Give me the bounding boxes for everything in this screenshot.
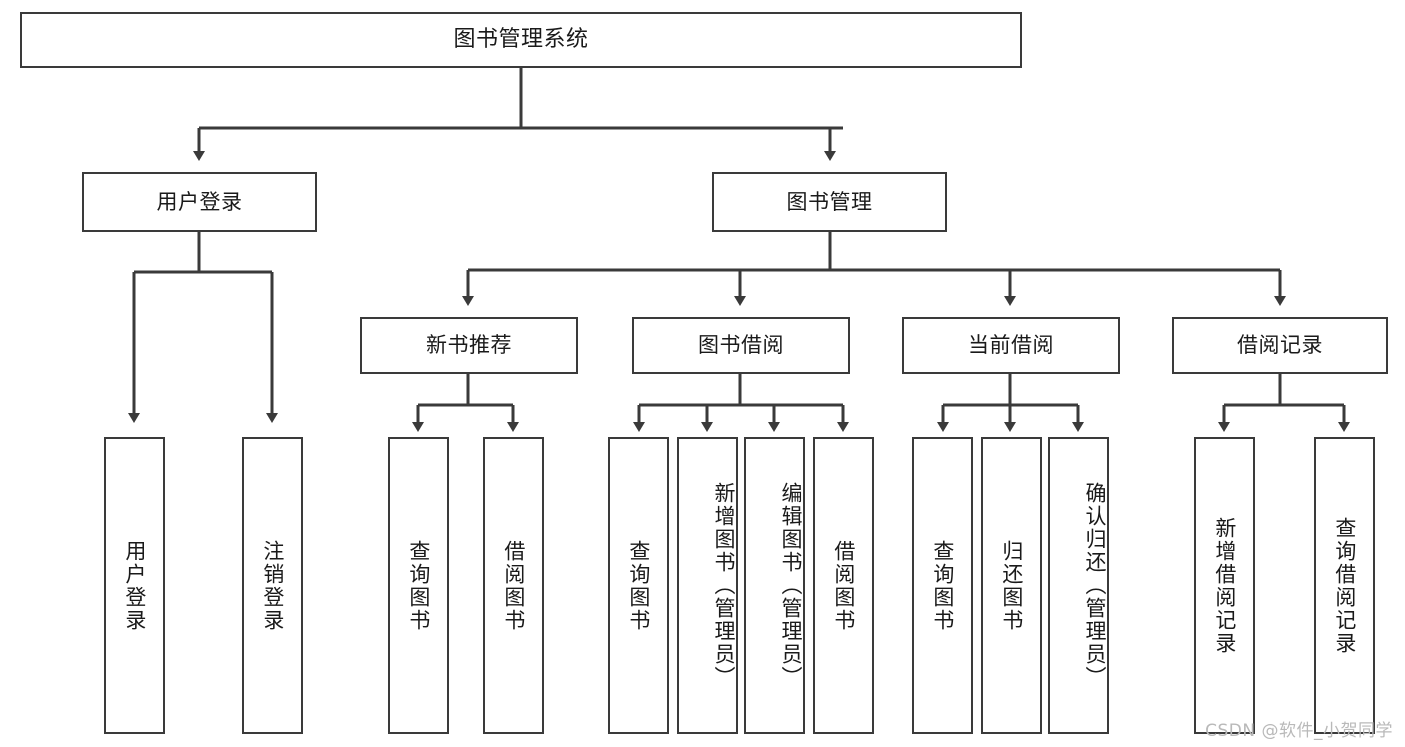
- node-new-book-recommend-label: 新书推荐: [426, 333, 512, 358]
- leaf-query-book-2[interactable]: 查询图书: [608, 437, 669, 734]
- leaf-edit-book-label: 编辑图书（管理员）: [779, 482, 803, 689]
- node-user-login[interactable]: 用户登录: [82, 172, 317, 232]
- leaf-add-book-label: 新增图书（管理员）: [712, 482, 736, 689]
- node-book-borrow[interactable]: 图书借阅: [632, 317, 850, 374]
- node-book-management-label: 图书管理: [786, 189, 873, 214]
- leaf-borrow-book-1[interactable]: 借阅图书: [483, 437, 544, 734]
- leaf-borrow-book-2[interactable]: 借阅图书: [813, 437, 874, 734]
- node-borrow-record[interactable]: 借阅记录: [1172, 317, 1388, 374]
- leaf-query-book-1-label: 查询图书: [406, 539, 431, 632]
- node-book-borrow-label: 图书借阅: [698, 333, 784, 358]
- leaf-add-record[interactable]: 新增借阅记录: [1194, 437, 1255, 734]
- node-user-login-label: 用户登录: [156, 189, 243, 214]
- leaf-user-login[interactable]: 用户登录: [104, 437, 165, 734]
- leaf-query-book-1[interactable]: 查询图书: [388, 437, 449, 734]
- node-book-management[interactable]: 图书管理: [712, 172, 947, 232]
- leaf-query-record[interactable]: 查询借阅记录: [1314, 437, 1375, 734]
- leaf-confirm-return-label: 确认归还（管理员）: [1083, 482, 1107, 689]
- leaf-query-book-2-label: 查询图书: [626, 539, 651, 632]
- leaf-query-book-3-label: 查询图书: [930, 539, 955, 632]
- node-root-label: 图书管理系统: [453, 27, 589, 53]
- node-current-borrow-label: 当前借阅: [968, 333, 1054, 358]
- node-current-borrow[interactable]: 当前借阅: [902, 317, 1120, 374]
- node-root-system[interactable]: 图书管理系统: [20, 12, 1022, 68]
- leaf-logout-login[interactable]: 注销登录: [242, 437, 303, 734]
- leaf-confirm-return[interactable]: 确认归还（管理员）: [1048, 437, 1109, 734]
- leaf-return-book-label: 归还图书: [999, 539, 1024, 632]
- csdn-watermark: CSDN @软件_小贺同学: [1205, 721, 1393, 741]
- node-borrow-record-label: 借阅记录: [1237, 333, 1323, 358]
- leaf-borrow-book-2-label: 借阅图书: [831, 539, 856, 632]
- leaf-query-record-label: 查询借阅记录: [1332, 516, 1357, 655]
- leaf-logout-login-label: 注销登录: [260, 539, 285, 632]
- leaf-user-login-label: 用户登录: [122, 539, 147, 632]
- node-new-book-recommend[interactable]: 新书推荐: [360, 317, 578, 374]
- leaf-return-book[interactable]: 归还图书: [981, 437, 1042, 734]
- leaf-edit-book[interactable]: 编辑图书（管理员）: [744, 437, 805, 734]
- leaf-borrow-book-1-label: 借阅图书: [501, 539, 526, 632]
- leaf-add-record-label: 新增借阅记录: [1212, 516, 1237, 655]
- leaf-query-book-3[interactable]: 查询图书: [912, 437, 973, 734]
- leaf-add-book[interactable]: 新增图书（管理员）: [677, 437, 738, 734]
